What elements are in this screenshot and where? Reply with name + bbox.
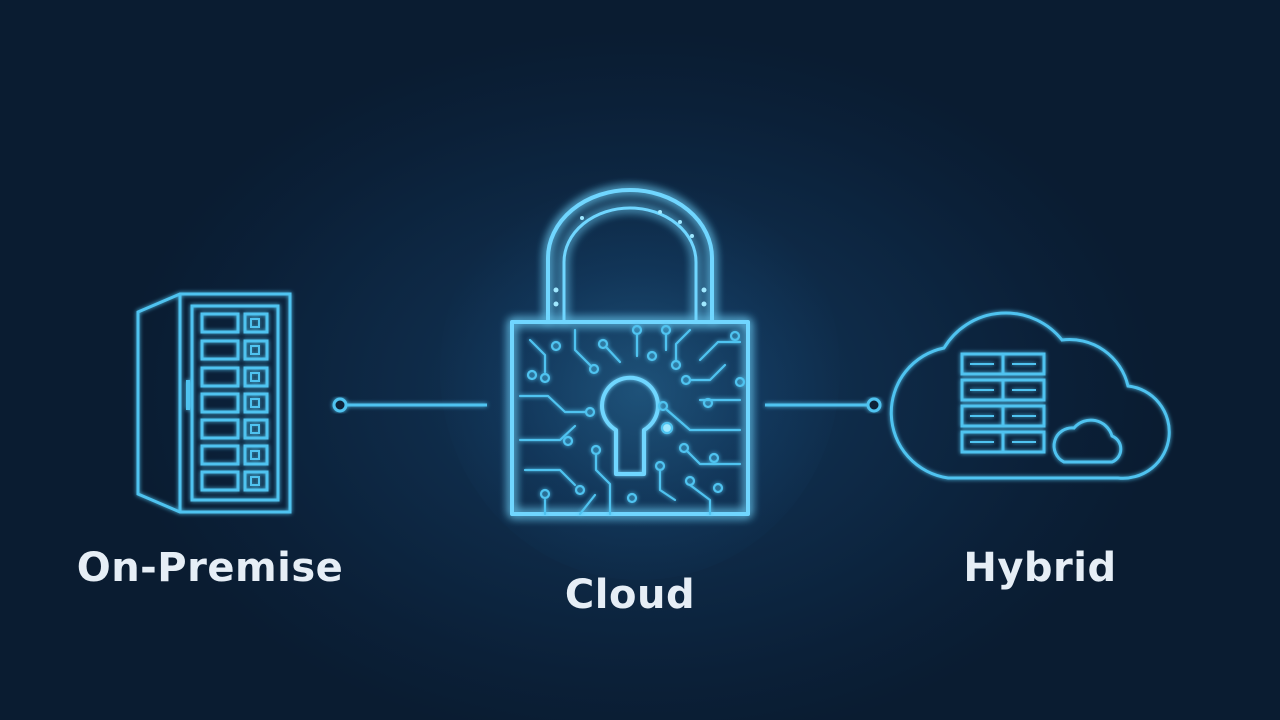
connector-right xyxy=(765,397,882,413)
circuit-padlock-icon xyxy=(510,188,750,516)
connector-left xyxy=(332,397,487,413)
cloud-label: Cloud xyxy=(564,572,696,618)
on-premise-label: On-Premise xyxy=(76,545,344,591)
server-rack-icon xyxy=(136,292,292,514)
hybrid-label: Hybrid xyxy=(963,545,1117,591)
cloud-servers-icon xyxy=(889,311,1171,480)
